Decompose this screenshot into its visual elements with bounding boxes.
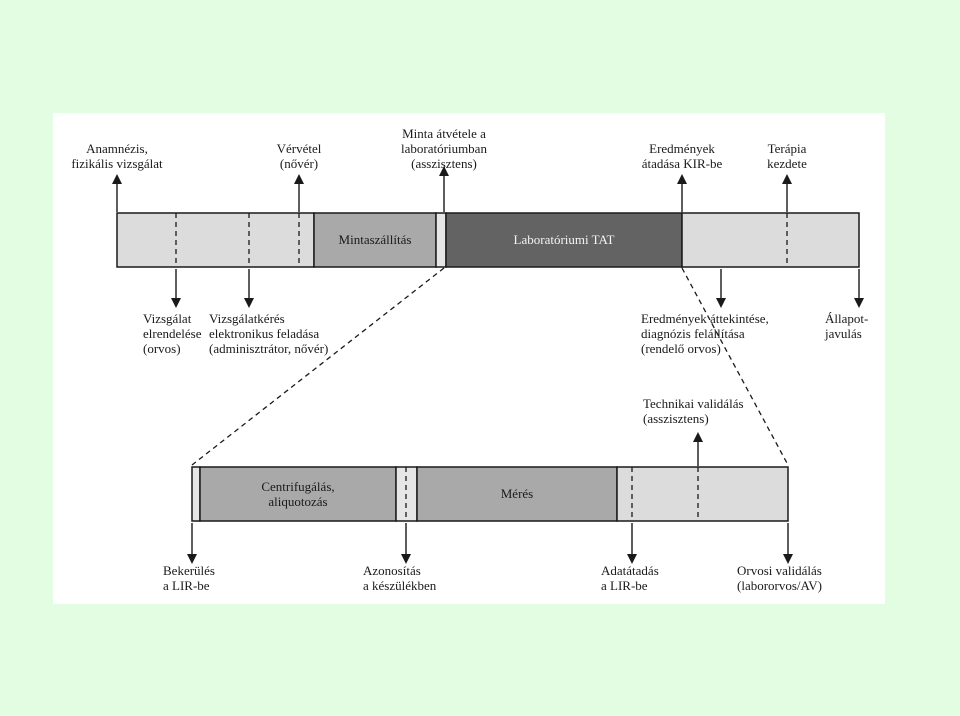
label-electronic-request: Vizsgálatkérés elektronikus feladása (ad… (209, 311, 329, 356)
label-condition-improvement: Állapot- javulás (825, 311, 869, 341)
bottom-timeline-bar (191, 466, 789, 522)
label-anamnesis: Anamnézis, fizikális vizsgálat (71, 141, 163, 171)
timeline-diagram (112, 166, 864, 564)
label-medical-validation: Orvosi validálás (labororvos/AV) (737, 563, 822, 593)
lab-tat-segment-label: Laboratóriumi TAT (513, 232, 615, 247)
bottom-bar-validation-segment (616, 466, 789, 522)
bottom-bar-entry-segment (191, 466, 201, 522)
diagram-panel: Mintaszállítás Laboratóriumi TAT Centrif… (53, 113, 885, 604)
bottom-bar-measurement-segment (416, 466, 618, 522)
bottom-arrows (187, 432, 793, 564)
centrifuge-segment-label: Centrifugálás, aliquotozás (261, 479, 335, 509)
label-sample-receipt: Minta átvétele a laboratóriumban (asszis… (401, 126, 487, 171)
label-device-identification: Azonosítás a készülékben (363, 563, 437, 593)
zoom-line-left (191, 267, 445, 466)
label-technical-validation: Technikai validálás (asszisztens) (643, 396, 744, 426)
zoom-connector (191, 267, 789, 466)
label-lis-entry: Bekerülés a LIR-be (163, 563, 215, 593)
top-bar-pre-analytic-segment (116, 212, 315, 268)
top-down-arrows (171, 269, 864, 308)
label-data-transfer: Adatátadás a LIR-be (601, 563, 659, 593)
bottom-bar-centrifuge-segment (199, 466, 397, 522)
zoom-line-right (681, 267, 789, 466)
top-bar-transport-segment (313, 212, 437, 268)
top-bar-small-gap-segment (435, 212, 447, 268)
top-timeline-bar (116, 212, 860, 268)
measurement-segment-label: Mérés (500, 486, 534, 501)
top-bar-post-analytic-segment (681, 212, 860, 268)
transport-segment-label: Mintaszállítás (338, 232, 412, 247)
label-results-transfer: Eredmények átadása KIR-be (641, 141, 723, 171)
label-therapy-start: Terápia kezdete (767, 141, 807, 171)
label-blood-draw: Vérvétel (nővér) (276, 141, 322, 171)
label-test-order: Vizsgálat elrendelése (orvos) (143, 311, 202, 356)
top-up-arrows (112, 166, 792, 212)
label-results-review: Eredmények áttekintése, diagnózis feláll… (641, 311, 769, 356)
